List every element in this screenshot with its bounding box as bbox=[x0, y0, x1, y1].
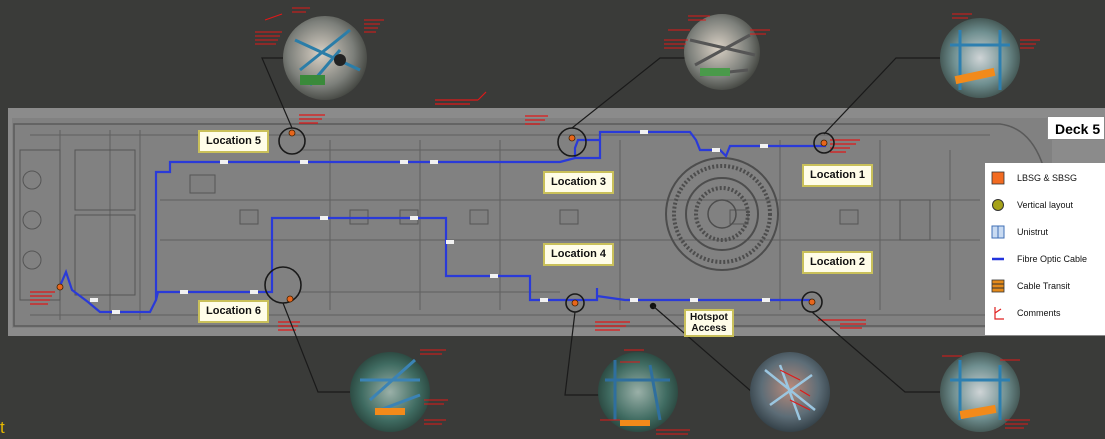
unistrut-icon bbox=[991, 225, 1005, 239]
legend-label: Cable Transit bbox=[1017, 281, 1071, 291]
location-4-label: Location 4 bbox=[543, 243, 615, 266]
hotspot-label-line1: Hotspot bbox=[690, 312, 728, 323]
photo-location-4 bbox=[598, 352, 678, 432]
location-6-label: Location 6 bbox=[198, 300, 270, 323]
fibre-optic-cable-route bbox=[58, 216, 812, 314]
legend-item-unistrut: Unistrut bbox=[991, 224, 1048, 240]
lbsg-marker bbox=[288, 129, 296, 137]
legend-panel: LBSG & SBSG Vertical layout Unistrut Fib… bbox=[985, 163, 1105, 335]
legend-item-vertical-layout: Vertical layout bbox=[991, 197, 1073, 213]
photo-hotspot bbox=[750, 352, 830, 432]
orange-square-icon bbox=[991, 171, 1005, 185]
photo-location-5 bbox=[283, 16, 367, 100]
lbsg-marker bbox=[56, 283, 64, 291]
location-1-label: Location 1 bbox=[802, 164, 874, 187]
fibre-optic-cable-route-upper bbox=[154, 130, 826, 300]
comment-mark-icon bbox=[991, 306, 1005, 320]
legend-item-fibre-optic: Fibre Optic Cable bbox=[991, 251, 1087, 267]
location-1-ring bbox=[813, 132, 835, 154]
deck-label: Deck 5 bbox=[1047, 116, 1105, 140]
circular-structure bbox=[665, 157, 779, 271]
cable-markers bbox=[90, 130, 770, 314]
olive-circle-icon bbox=[991, 198, 1005, 212]
location-5-label: Location 5 bbox=[198, 130, 270, 153]
photo-location-2 bbox=[940, 352, 1020, 432]
legend-label: Fibre Optic Cable bbox=[1017, 254, 1088, 264]
legend-label: Unistrut bbox=[1017, 227, 1049, 237]
blue-line-icon bbox=[991, 252, 1005, 266]
lbsg-marker bbox=[571, 299, 579, 307]
lbsg-marker bbox=[808, 298, 816, 306]
photo-annotations bbox=[255, 7, 1040, 435]
fibre-optic-cable-route-branch bbox=[573, 138, 600, 158]
cable-transit-icon bbox=[991, 279, 1005, 293]
location-2-label: Location 2 bbox=[802, 251, 874, 274]
lbsg-marker bbox=[286, 295, 294, 303]
photo-location-3 bbox=[684, 14, 760, 90]
lbsg-markers bbox=[56, 129, 828, 307]
hotspot-access-label: Hotspot Access bbox=[684, 309, 734, 337]
legend-label: Comments bbox=[1017, 308, 1061, 318]
legend-item-cable-transit: Cable Transit bbox=[991, 278, 1070, 294]
location-3-label: Location 3 bbox=[543, 171, 615, 194]
lbsg-marker bbox=[820, 139, 828, 147]
corner-text: t bbox=[0, 418, 5, 437]
legend-label: Vertical layout bbox=[1017, 200, 1074, 210]
photo-location-1 bbox=[940, 18, 1020, 98]
photo-location-6 bbox=[350, 352, 430, 432]
legend-item-lbsg: LBSG & SBSG bbox=[991, 170, 1077, 186]
lbsg-marker bbox=[568, 134, 576, 142]
hotspot-label-line2: Access bbox=[691, 323, 727, 334]
structure-lines bbox=[30, 130, 990, 320]
legend-item-comments: Comments bbox=[991, 305, 1061, 321]
legend-label: LBSG & SBSG bbox=[1017, 173, 1078, 183]
plan-annotations bbox=[30, 91, 866, 331]
